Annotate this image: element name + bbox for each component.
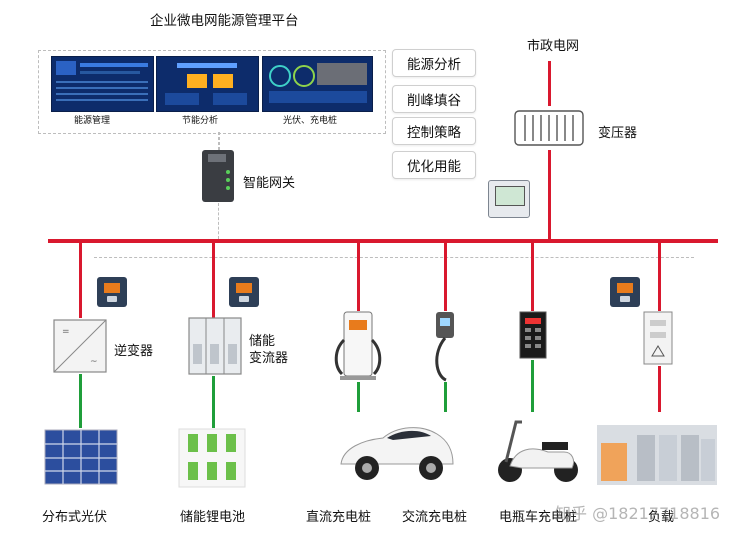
- label-lithium-battery: 储能锂电池: [180, 510, 246, 525]
- label-dc-charger: 直流充电桩: [306, 510, 372, 525]
- transformer-icon: [514, 110, 584, 146]
- svg-text:~: ~: [90, 357, 98, 367]
- platform-screens-frame: [38, 50, 386, 134]
- screen-energy-management[interactable]: [51, 56, 154, 112]
- svg-text:=: =: [62, 327, 70, 337]
- gateway-down-line: [218, 203, 219, 239]
- electric-scooter-icon: [498, 420, 578, 482]
- grid-label: 市政电网: [527, 39, 580, 54]
- control-strategy-button[interactable]: 控制策略: [392, 117, 476, 145]
- inverter-label: 逆变器: [114, 344, 154, 359]
- label-ac-charger: 交流充电桩: [402, 510, 468, 525]
- platform-title: 企业微电网能源管理平台: [150, 13, 299, 29]
- lithium-battery-icon: [178, 428, 246, 488]
- drop-load: [658, 243, 661, 311]
- drop-ac-charger: [444, 243, 447, 311]
- main-power-bus: [48, 239, 718, 243]
- screen-pv-charging[interactable]: [262, 56, 373, 112]
- label-load: 负载: [648, 510, 675, 525]
- smart-gateway-icon: [202, 150, 234, 202]
- load-panel-icon: [643, 311, 673, 365]
- dc-charger-icon: [334, 311, 382, 380]
- pcs-label-line1: 储能: [249, 334, 276, 349]
- data-bus-line: [94, 257, 694, 258]
- screen-caption-pv-charging: 光伏、充电桩: [283, 116, 338, 126]
- drop-dc-charger: [357, 243, 360, 311]
- power-meter-load-icon: [610, 277, 640, 307]
- solar-panel-icon: [44, 429, 118, 485]
- screen-caption-energy-saving: 节能分析: [182, 116, 219, 126]
- screen-energy-saving[interactable]: [156, 56, 259, 112]
- label-ebike-charger: 电瓶车充电桩: [499, 510, 578, 525]
- label-distributed-pv: 分布式光伏: [42, 510, 108, 525]
- optimize-usage-button[interactable]: 优化用能: [392, 151, 476, 179]
- power-meter-pv-icon: [97, 277, 127, 307]
- pcs-label-line2: 变流器: [249, 351, 289, 366]
- power-meter-main-icon: [488, 180, 530, 218]
- ac-charger-icon: [435, 312, 454, 382]
- green-ebike: [531, 360, 534, 412]
- green-ac-car: [444, 382, 447, 412]
- drop-inverter: [79, 243, 82, 318]
- transformer-to-bus-line: [548, 150, 551, 242]
- gateway-label: 智能网关: [243, 176, 296, 191]
- screen-caption-energy-management: 能源管理: [74, 116, 111, 126]
- inverter-icon: = ~: [53, 319, 107, 373]
- pcs-cabinet-icon: [188, 317, 242, 375]
- peak-shaving-button[interactable]: 削峰填谷: [392, 85, 476, 113]
- factory-load-icon: [597, 425, 717, 485]
- red-load-line: [658, 366, 661, 412]
- drop-pcs: [212, 243, 215, 318]
- energy-analysis-button[interactable]: 能源分析: [392, 49, 476, 77]
- power-meter-storage-icon: [229, 277, 259, 307]
- drop-ebike-charger: [531, 243, 534, 311]
- transformer-label: 变压器: [598, 126, 638, 141]
- watermark: 知乎 @18217718816: [555, 504, 721, 523]
- green-inverter-pv: [79, 374, 82, 428]
- gateway-link: [218, 132, 220, 150]
- ebike-charger-icon: [519, 311, 547, 359]
- grid-to-transformer-line: [548, 61, 551, 106]
- electric-car-icon: [340, 427, 454, 480]
- green-dc-car: [357, 382, 360, 412]
- green-pcs-battery: [212, 376, 215, 428]
